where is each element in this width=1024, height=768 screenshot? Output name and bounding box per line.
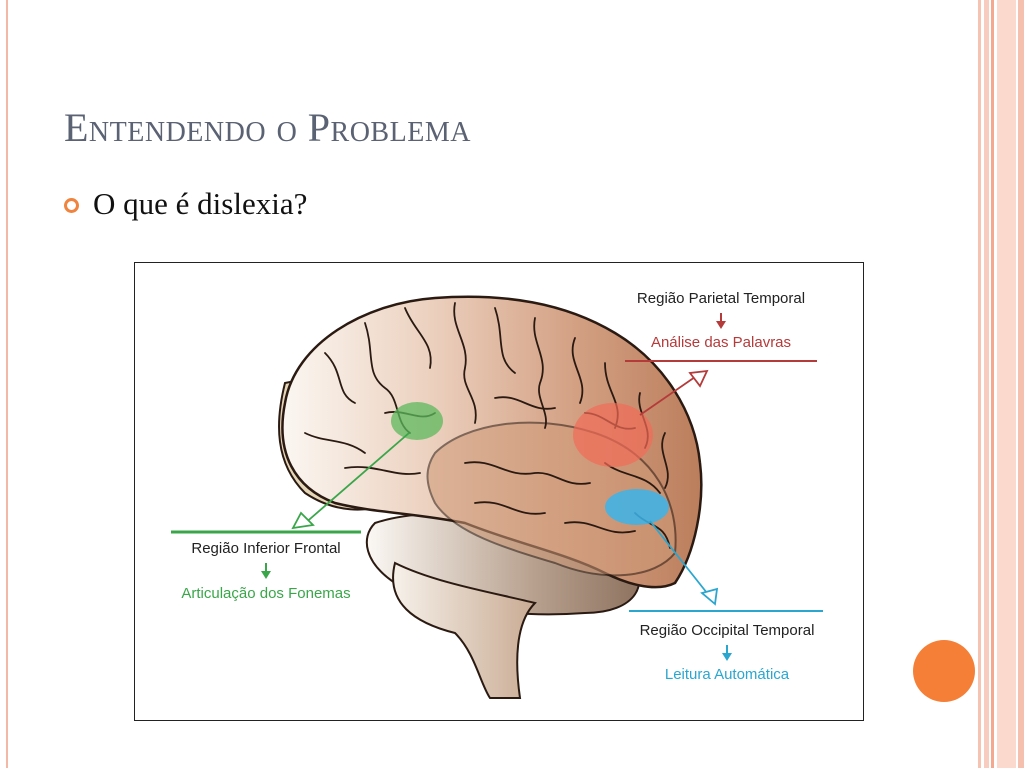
decor-stripe: [978, 0, 981, 768]
frontal-pointer-line: [302, 432, 410, 526]
parietal-pointer-line: [639, 376, 696, 416]
parietal-region-label: Região Parietal Temporal: [636, 290, 806, 307]
occipital-pointer-line: [649, 520, 708, 594]
bullet-item: O que é dislexia?: [64, 186, 307, 222]
decor-stripe: [984, 0, 989, 768]
frontal-function-label: Articulação dos Fonemas: [181, 585, 351, 602]
parietal-function-label: Análise das Palavras: [650, 334, 792, 351]
brain-diagram: Região Parietal Temporal Análise das Pal…: [134, 262, 864, 721]
decor-stripe: [1018, 0, 1024, 768]
occipital-region-label: Região Occipital Temporal: [639, 622, 815, 639]
brainstem: [392, 561, 537, 699]
occipital-function-label: Leitura Automática: [664, 666, 790, 683]
slide-title: Entendendo o Problema: [64, 105, 471, 150]
decor-stripe: [997, 0, 1016, 768]
left-border: [6, 0, 8, 768]
occipital-arrowhead: [700, 587, 719, 606]
decor-orange-circle: [913, 640, 975, 702]
decor-stripe: [991, 0, 994, 768]
brain-folds: [304, 302, 671, 549]
occipital-down-arrow-icon: [722, 645, 732, 661]
occipital-region-highlight: [605, 489, 669, 525]
frontal-region-highlight: [391, 402, 443, 440]
frontal-region-label: Região Inferior Frontal: [191, 540, 341, 557]
parietal-region-highlight: [573, 403, 653, 467]
bullet-text: O que é dislexia?: [93, 186, 308, 221]
frontal-down-arrow-icon: [261, 563, 271, 579]
brain-illustration: [171, 295, 823, 699]
frontal-arrowhead: [291, 511, 315, 530]
bullet-ring-icon: [64, 197, 79, 213]
parietal-down-arrow-icon: [716, 313, 726, 329]
parietal-arrowhead: [688, 369, 709, 388]
